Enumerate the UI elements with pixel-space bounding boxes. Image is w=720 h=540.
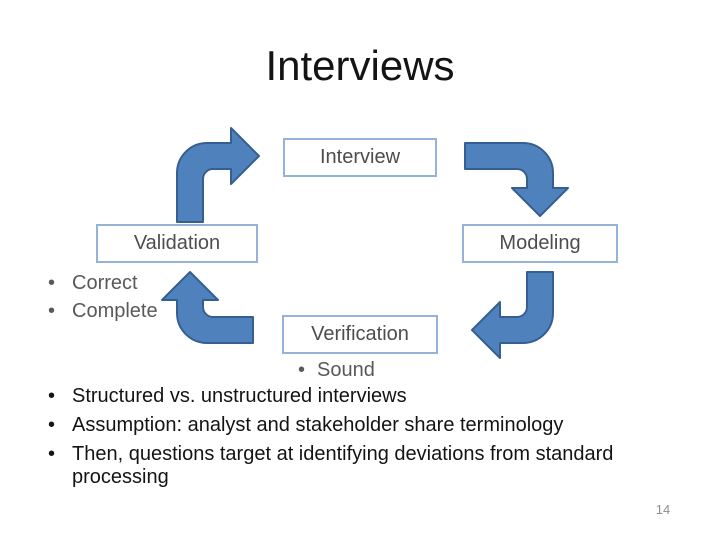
arrow-interview-to-modeling: [464, 142, 569, 217]
validation-box: Validation: [96, 224, 258, 263]
bullet-correct: Correct: [40, 269, 158, 297]
interview-box-label: Interview: [319, 146, 401, 168]
validation-box-label: Validation: [133, 232, 221, 254]
interview-box: Interview: [283, 138, 437, 177]
slide-title: Interviews: [265, 42, 455, 89]
bullet-structured-vs-unstructured: Structured vs. unstructured interviews: [40, 385, 618, 408]
modeling-box-label: Modeling: [499, 232, 581, 254]
validation-bullet-list: Correct Complete: [40, 269, 158, 325]
arrow-verification-to-validation: [161, 271, 254, 344]
bullet-assumption: Assumption: analyst and stakeholder shar…: [40, 414, 618, 437]
bullet-then-questions: Then, questions target at identifying de…: [40, 443, 618, 489]
verification-bullet-list: Sound: [292, 357, 375, 383]
modeling-box: Modeling: [462, 224, 618, 263]
page-number: 14: [655, 502, 671, 517]
main-bullet-list: Structured vs. unstructured interviews A…: [40, 385, 618, 495]
verification-box-label: Verification: [311, 323, 409, 345]
bullet-complete: Complete: [40, 297, 158, 325]
bullet-sound: Sound: [292, 357, 375, 383]
arrow-modeling-to-verification: [471, 271, 554, 359]
arrow-validation-to-interview: [176, 127, 260, 223]
verification-box: Verification: [282, 315, 438, 354]
